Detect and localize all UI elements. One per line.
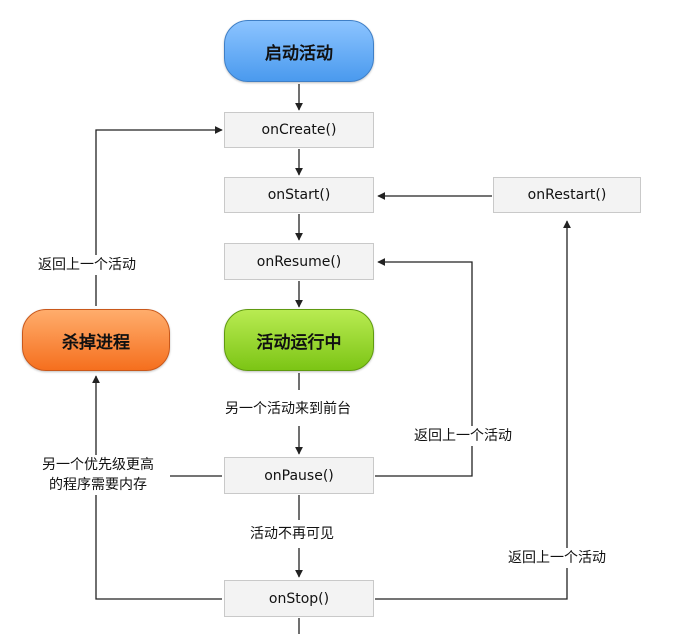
label-return-previous-left: 返回上一个活动 (36, 255, 138, 275)
kill-process-node: 杀掉进程 (22, 309, 170, 371)
start-activity-node: 启动活动 (224, 20, 374, 82)
arrow-onstop-to-kill (92, 375, 222, 600)
label-another-activity-foreground: 另一个活动来到前台 (223, 399, 353, 419)
label-higher-priority-line1: 另一个优先级更高 (42, 457, 154, 473)
label-activity-not-visible: 活动不再可见 (248, 524, 336, 544)
kill-process-label: 杀掉进程 (62, 332, 130, 353)
onresume-label: onResume() (256, 253, 342, 270)
arrow-kill-to-oncreate (95, 126, 223, 306)
oncreate-label: onCreate() (261, 122, 337, 138)
onstop-label: onStop() (268, 590, 330, 607)
oncreate-node: onCreate() (224, 112, 374, 148)
onpause-node: onPause() (224, 457, 374, 494)
label-return-previous-right-mid: 返回上一个活动 (412, 426, 514, 446)
onresume-node: onResume() (224, 243, 374, 280)
activity-running-label: 活动运行中 (256, 332, 342, 353)
onstart-label: onStart() (267, 187, 331, 203)
label-return-previous-right-bottom: 返回上一个活动 (506, 548, 608, 568)
onrestart-label: onRestart() (527, 187, 607, 203)
arrow-onstop-to-onrestart (375, 220, 571, 600)
activity-running-node: 活动运行中 (224, 309, 374, 371)
label-higher-priority-app: 另一个优先级更高 的程序需要内存 (26, 455, 170, 495)
onstart-node: onStart() (224, 177, 374, 213)
onrestart-node: onRestart() (493, 177, 641, 213)
label-higher-priority-line2: 的程序需要内存 (49, 477, 147, 493)
onstop-node: onStop() (224, 580, 374, 617)
arrow-onpause-to-onresume (375, 258, 473, 477)
start-activity-label: 启动活动 (265, 43, 333, 64)
onpause-label: onPause() (264, 467, 334, 484)
